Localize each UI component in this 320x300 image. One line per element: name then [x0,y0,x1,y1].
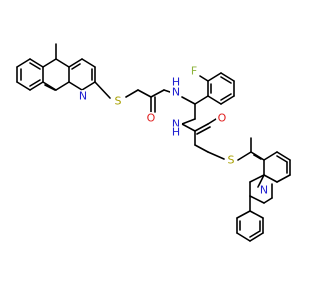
atom-label-background [170,76,182,88]
bond [249,174,265,183]
bond [150,89,165,98]
bond [237,151,252,161]
atom-label-background [188,65,200,77]
bond [220,95,235,105]
atom-label-background [77,90,89,102]
bond [94,81,111,99]
atom-label-background [112,95,124,107]
bond [207,151,225,160]
bond [276,151,291,161]
bond [81,58,96,68]
bond [137,89,152,98]
bond [220,93,232,101]
bond [249,210,264,219]
bond [68,81,83,91]
bond [263,197,273,204]
atom-label-background [170,86,182,98]
atom-label-f: F [191,65,197,78]
bond [250,151,265,161]
atom-label-background [225,154,237,166]
bond [257,174,265,188]
bond [207,95,222,105]
bond [68,58,83,68]
bond [125,89,139,98]
atom-label-o: O [218,112,227,125]
bond [44,84,56,91]
bond [29,58,44,68]
bond [263,174,278,183]
bond [236,210,251,219]
bond [29,62,41,70]
bond [16,58,31,68]
bond [81,81,96,91]
atom-label-o: O [147,112,156,125]
bond [220,76,232,84]
bond [194,95,209,105]
bond-lines [16,43,291,242]
atom-label-h: H [172,76,180,89]
atom-label-s: S [115,95,122,108]
bond [181,96,196,105]
bond [55,58,70,68]
bond [263,151,278,161]
bond [207,118,217,125]
bond [276,174,291,183]
atom-label-s: S [228,154,235,167]
bond [29,81,44,91]
atom-label-background [258,184,270,196]
bond [194,144,209,153]
atom-label-n: N [172,118,180,131]
bond [253,154,262,160]
bond [236,232,251,242]
bond [55,81,70,91]
atom-label-n: N [79,90,87,103]
atom-label-background [170,126,182,138]
bond [42,58,57,68]
atom-label-h: H [172,126,180,139]
bond [181,123,196,132]
bond [207,72,222,82]
bond [196,126,211,135]
bond [199,75,209,82]
atom-label-background [216,112,228,124]
bond [29,79,41,87]
atom-label-background [145,112,157,124]
bond [71,63,81,70]
bond [276,155,288,163]
bond [16,81,31,91]
atom-label-n: N [260,184,268,197]
bond [181,118,196,125]
bond [249,230,261,238]
bond [163,89,171,93]
bond [220,72,235,82]
bond [249,232,264,242]
atom-label-n: N [172,86,180,99]
bond [194,123,209,132]
bond [249,195,265,204]
